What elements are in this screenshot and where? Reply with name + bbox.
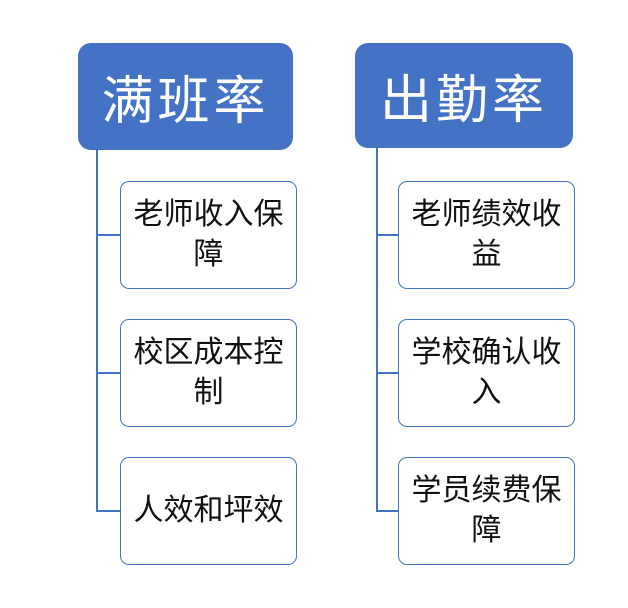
connector-stub bbox=[376, 372, 398, 374]
connector-vertical-right bbox=[376, 148, 378, 511]
header-node-attendance-rate: 出勤率 bbox=[355, 43, 573, 148]
header-node-full-class-rate: 满班率 bbox=[78, 43, 293, 150]
connector-vertical-left bbox=[96, 150, 98, 511]
connector-stub bbox=[96, 234, 120, 236]
child-node-teacher-performance-income: 老师绩效收益 bbox=[398, 181, 575, 289]
connector-stub bbox=[376, 234, 398, 236]
connector-stub bbox=[96, 510, 120, 512]
connector-stub bbox=[96, 372, 120, 374]
child-node-teacher-income: 老师收入保障 bbox=[120, 181, 297, 289]
child-node-student-renewal-guarantee: 学员续费保障 bbox=[398, 457, 575, 565]
child-node-school-confirmed-revenue: 学校确认收入 bbox=[398, 319, 575, 427]
connector-stub bbox=[376, 510, 398, 512]
child-node-campus-cost-control: 校区成本控制 bbox=[120, 319, 297, 427]
child-node-efficiency: 人效和坪效 bbox=[120, 457, 297, 565]
